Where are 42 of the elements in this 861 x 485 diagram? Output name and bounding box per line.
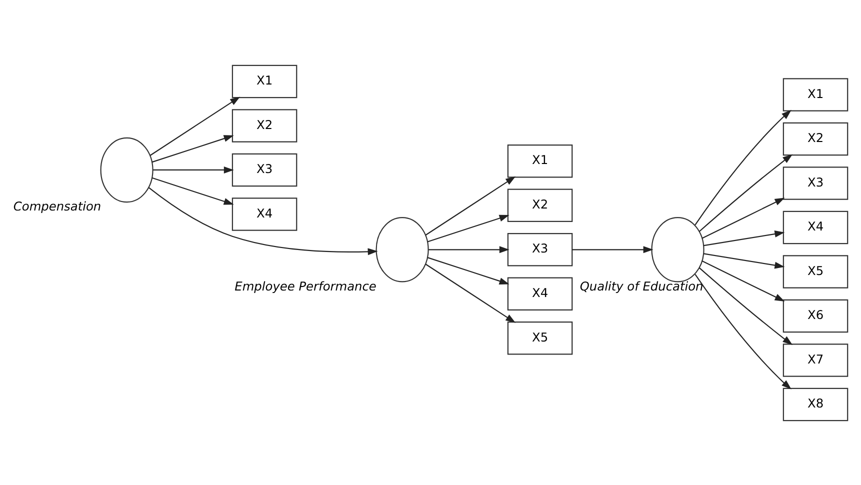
node-circle	[100, 136, 154, 202]
node-box: X2	[507, 188, 573, 222]
node-box: X4	[782, 210, 848, 244]
node-box: X1	[507, 144, 573, 178]
node-box: X2	[232, 108, 298, 142]
node-box: X4	[232, 197, 298, 230]
node-label: Quality of Education	[580, 278, 704, 293]
node-box: X7	[782, 343, 848, 376]
arrow	[148, 186, 378, 255]
node-label: Employee Performance	[234, 278, 376, 293]
node-circle	[376, 216, 429, 282]
arrow	[694, 274, 792, 389]
arrow	[694, 109, 792, 225]
arrow	[425, 176, 516, 235]
arrow	[152, 176, 234, 204]
arrow	[150, 96, 240, 156]
node-box: X6	[782, 298, 848, 332]
arrow	[428, 246, 510, 253]
arrow	[425, 263, 516, 322]
node-box: X1	[782, 78, 848, 111]
arrow	[704, 252, 785, 268]
node-circle	[651, 216, 704, 282]
node-box: X2	[782, 122, 848, 156]
node-box: X8	[782, 387, 848, 421]
arrow	[427, 214, 510, 242]
arrow	[702, 260, 785, 302]
arrow	[704, 230, 785, 246]
node-box: X3	[507, 232, 573, 266]
arrow	[153, 166, 234, 173]
node-box: X3	[782, 166, 848, 200]
node-box: X1	[232, 64, 298, 98]
node-label: Compensation	[13, 199, 102, 214]
arrow	[572, 246, 654, 253]
node-box: X4	[507, 276, 573, 310]
node-box: X5	[782, 254, 848, 288]
arrow	[427, 256, 510, 284]
arrow	[698, 154, 793, 232]
arrow	[152, 134, 234, 162]
node-box: X3	[232, 152, 298, 186]
node-box: X5	[507, 321, 573, 354]
arrow	[698, 266, 793, 345]
arrow	[702, 197, 785, 238]
